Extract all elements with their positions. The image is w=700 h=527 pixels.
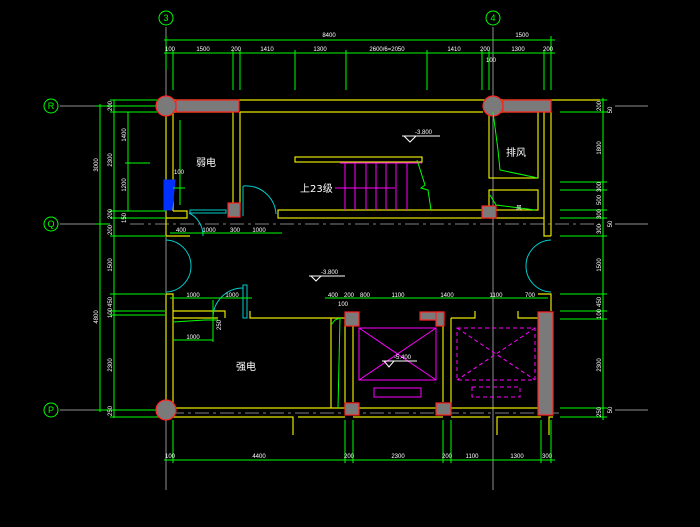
- dim-right: 1500: [597, 258, 603, 272]
- level-label: -5.400: [394, 355, 412, 361]
- level-label: -3.800: [415, 130, 433, 136]
- dim-left: 250: [108, 405, 114, 416]
- dim-bottom: 300: [542, 454, 553, 460]
- dim-bottom: 4400: [252, 454, 266, 460]
- stair: 上23级: [294, 156, 432, 211]
- dim-right: 200: [597, 100, 603, 111]
- dim-top: 200: [231, 47, 242, 53]
- dim-left: 200: [108, 208, 114, 219]
- dim-right: 500: [597, 194, 603, 205]
- stair-label: 上23级: [300, 183, 333, 195]
- axis-label-r: R: [48, 101, 55, 111]
- dim-left: 200: [108, 224, 114, 235]
- dim-top: 100: [486, 58, 497, 64]
- right-dimensions: 200 1800 300 500 300 300 1500 450 100 23…: [560, 98, 614, 420]
- dim-left: 2300: [108, 358, 114, 372]
- dim-inner: 700: [525, 293, 536, 299]
- room-label: 排风: [506, 146, 526, 159]
- dim-top: 1410: [447, 47, 461, 53]
- dim-inner: 1000: [225, 293, 239, 299]
- dim-top: 1300: [511, 47, 525, 53]
- axis-label-q: Q: [47, 219, 54, 229]
- level-markers: -3.800 -3.800 -5.400: [309, 130, 440, 368]
- dim-inner: 1000: [252, 228, 266, 234]
- top-dimensions: 8400 1500 100 1500 200 1410 1300 2600/6=…: [164, 33, 555, 90]
- dim-inner: 100: [338, 302, 349, 308]
- axis-label-3: 3: [163, 13, 168, 23]
- dim-inner: 100: [174, 170, 185, 176]
- doors: [165, 185, 552, 319]
- dim-right: 450: [597, 296, 603, 307]
- dim-left-inner: 150: [122, 212, 128, 223]
- dim-inner: 800: [360, 293, 371, 299]
- bottom-dimensions: 100 4400 200 2300 200 1100 1300 300: [164, 420, 555, 463]
- level-label: -3.800: [321, 270, 339, 276]
- dim-inner: 1000: [186, 293, 200, 299]
- axis-label-4: 4: [490, 13, 495, 23]
- inner-dimensions: 400 1000 300 1000 1000 1000 1000 250 100…: [170, 170, 548, 342]
- dim-left: 2300: [108, 153, 114, 167]
- dim-left-overall: 3000: [94, 158, 100, 172]
- dim-inner: 200: [344, 293, 355, 299]
- dim-top: 1500: [196, 47, 210, 53]
- walls: [155, 95, 600, 435]
- room-label: 弱电: [196, 156, 216, 169]
- left-dimensions: 3000 4800 200 2300 200 200 1500 450 100 …: [94, 99, 165, 418]
- dim-bottom: 100: [165, 454, 176, 460]
- dim-bottom: 200: [442, 454, 453, 460]
- room-labels: 弱电 强电 排风 风: [196, 146, 526, 373]
- dim-bottom: 2300: [391, 454, 405, 460]
- dim-inner: 1400: [440, 293, 454, 299]
- dim-inner: 300: [230, 228, 241, 234]
- dim-top: 1300: [313, 47, 327, 53]
- dim-left: 450: [108, 296, 114, 307]
- dim-top: 1410: [260, 47, 274, 53]
- dim-top: 2600/6=2050: [369, 47, 405, 53]
- dim-inner: 1100: [490, 293, 504, 299]
- dim-inner: 250: [217, 319, 223, 330]
- dim-inner: 400: [328, 293, 339, 299]
- dim-right-outer: 50: [608, 406, 614, 413]
- dim-left-overall: 4800: [94, 310, 100, 324]
- equipment: [163, 111, 539, 409]
- dim-left: 200: [108, 100, 114, 111]
- axis-bubbles: 3 4 R Q P: [43, 10, 501, 418]
- dim-right: 250: [597, 406, 603, 417]
- dim-left: 1500: [108, 258, 114, 272]
- dim-bottom: 200: [344, 454, 355, 460]
- axis-lines: [60, 27, 648, 490]
- dim-top-overall: 1500: [515, 33, 529, 39]
- dim-top: 200: [480, 47, 491, 53]
- dim-inner: 1000: [186, 335, 200, 341]
- dim-inner: 400: [176, 228, 187, 234]
- dim-top-overall: 8400: [322, 33, 336, 39]
- dim-right: 300: [597, 208, 603, 219]
- dim-bottom: 1300: [510, 454, 524, 460]
- dim-top: 200: [543, 47, 554, 53]
- room-label: 风: [516, 205, 522, 212]
- dim-right: 300: [597, 223, 603, 234]
- dim-left-inner: 1400: [122, 128, 128, 142]
- axis-label-p: P: [48, 405, 54, 415]
- dim-inner: 1100: [392, 293, 406, 299]
- dim-inner: 1000: [202, 228, 216, 234]
- dim-right: 300: [597, 181, 603, 192]
- dim-bottom: 1100: [466, 454, 480, 460]
- dim-right: 1800: [597, 141, 603, 155]
- dim-right-outer: 50: [608, 220, 614, 227]
- dim-left-inner: 1200: [122, 178, 128, 192]
- room-label: 强电: [236, 360, 256, 373]
- dim-top: 100: [165, 47, 176, 53]
- dim-right: 2300: [597, 358, 603, 372]
- dim-right-outer: 50: [608, 106, 614, 113]
- dim-left: 100: [108, 307, 114, 318]
- dim-right: 100: [597, 308, 603, 319]
